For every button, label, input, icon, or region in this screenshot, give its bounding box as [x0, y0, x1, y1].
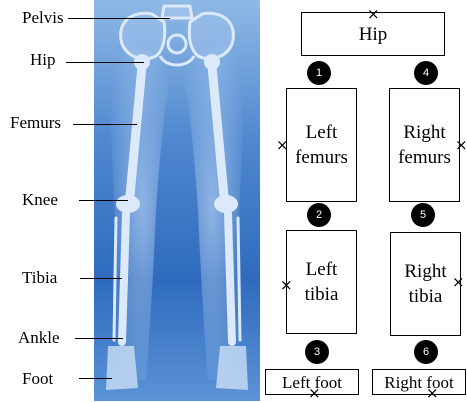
marker-cross-left-femur: × [276, 139, 288, 151]
left-femur-label: Left femurs [295, 120, 348, 170]
right-femur-box: Right femurs [389, 88, 460, 202]
label-tibia: Tibia [22, 268, 57, 288]
joint-badge-6: 6 [414, 340, 438, 364]
label-femurs: Femurs [10, 113, 61, 133]
marker-cross-left-foot: × [308, 387, 320, 399]
hip-box-label: Hip [359, 22, 388, 47]
joint-badge-4: 4 [414, 61, 438, 85]
marker-cross-hip: × [367, 8, 379, 20]
label-knee: Knee [22, 190, 58, 210]
leader-line-pelvis [68, 18, 170, 19]
leader-line-tibia [80, 278, 122, 279]
joint-badge-5: 5 [411, 203, 435, 227]
right-foot-label: Right foot [384, 370, 453, 395]
label-pelvis: Pelvis [22, 8, 64, 28]
leader-line-hip [66, 62, 144, 63]
leader-line-knee [79, 200, 128, 201]
marker-cross-right-tibia: × [452, 276, 464, 288]
marker-cross-left-tibia: × [280, 279, 292, 291]
right-femur-label: Right femurs [398, 120, 451, 170]
leader-line-femurs [73, 124, 137, 125]
left-tibia-label: Left tibia [305, 257, 339, 307]
joint-badge-1: 1 [307, 61, 331, 85]
marker-cross-right-foot: × [426, 387, 438, 399]
leader-line-foot [79, 378, 112, 379]
left-femur-box: Left femurs [286, 88, 357, 202]
right-foot-box: Right foot [372, 369, 466, 395]
left-tibia-box: Left tibia [286, 230, 357, 334]
right-tibia-label: Right tibia [404, 259, 446, 309]
joint-badge-2: 2 [307, 203, 331, 227]
joint-badge-3: 3 [305, 340, 329, 364]
right-tibia-box: Right tibia [390, 232, 461, 336]
label-foot: Foot [22, 369, 53, 389]
leader-line-ankle [75, 338, 123, 339]
label-ankle: Ankle [18, 328, 60, 348]
marker-cross-right-femur: × [455, 139, 467, 151]
label-hip: Hip [30, 50, 56, 70]
